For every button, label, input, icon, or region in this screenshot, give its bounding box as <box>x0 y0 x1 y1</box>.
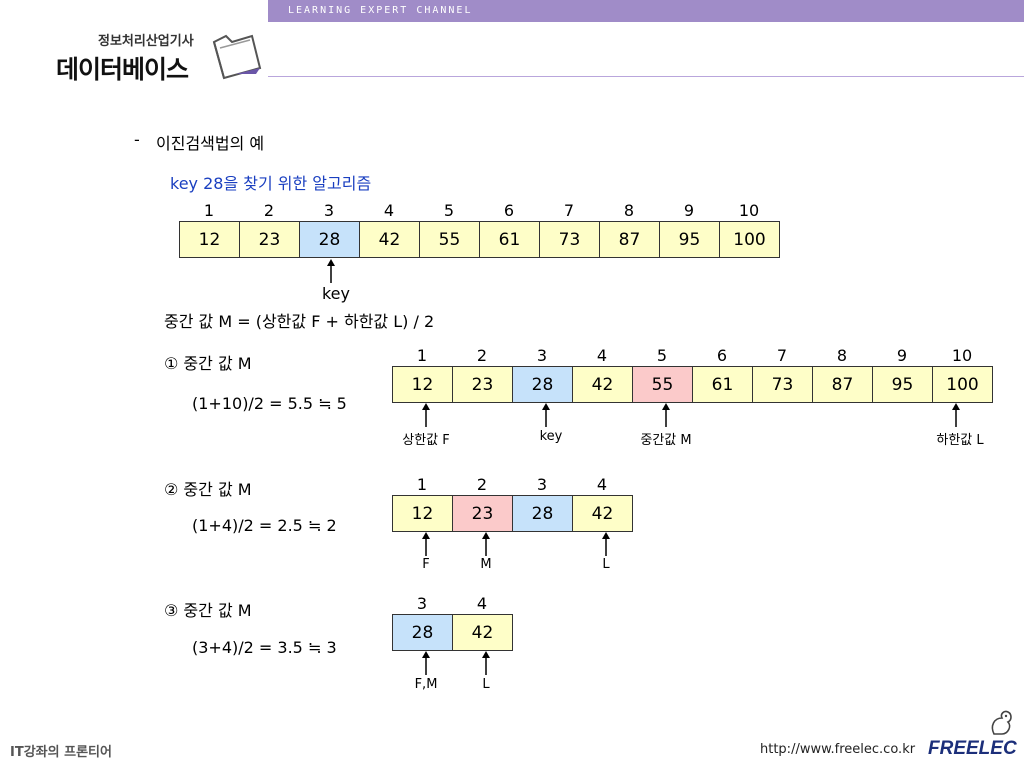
array-cell: 100 <box>720 221 780 258</box>
step2-calc: (1+4)/2 = 2.5 ≒ 2 <box>192 516 337 535</box>
array-cell: 87 <box>600 221 660 258</box>
array-cell: 12 <box>180 221 240 258</box>
pointer-label-l: L <box>602 557 610 572</box>
array-cell: 61 <box>693 366 753 403</box>
index-label: 10 <box>738 201 760 220</box>
section-heading: 이진검색법의 예 <box>156 134 265 153</box>
index-label: 4 <box>596 346 608 365</box>
up-arrow-icon <box>541 403 551 427</box>
pointer-label-fm: F,M <box>414 677 438 692</box>
index-label: 4 <box>476 594 488 613</box>
index-label: 7 <box>776 346 788 365</box>
index-label: 5 <box>443 201 455 220</box>
array-cell: 42 <box>573 366 633 403</box>
array-cell: 42 <box>360 221 420 258</box>
array-cell: 12 <box>393 495 453 532</box>
header-band-text: LEARNING EXPERT CHANNEL <box>288 5 473 16</box>
folder-icon <box>212 34 262 80</box>
array-cell: 55 <box>420 221 480 258</box>
pointer-label-key: key <box>539 429 563 444</box>
array-row: 12 23 28 42 <box>392 495 633 532</box>
up-arrow-icon <box>421 532 431 556</box>
up-arrow-icon <box>481 532 491 556</box>
index-label: 1 <box>416 475 428 494</box>
index-label: 4 <box>596 475 608 494</box>
key-label: key <box>321 284 350 303</box>
array-cell-key: 28 <box>513 495 573 532</box>
index-label: 6 <box>716 346 728 365</box>
sub-heading: key 28을 찾기 위한 알고리즘 <box>170 174 372 193</box>
array-cell: 23 <box>453 366 513 403</box>
up-arrow-icon <box>601 532 611 556</box>
pointer-label-m: M <box>480 557 492 572</box>
index-label: 7 <box>563 201 575 220</box>
array-row: 28 42 <box>392 614 513 651</box>
index-label: 2 <box>263 201 275 220</box>
step3-calc: (3+4)/2 = 3.5 ≒ 3 <box>192 638 337 657</box>
array-row: 12 23 28 42 55 61 73 87 95 100 <box>179 221 780 258</box>
array-cell: 61 <box>480 221 540 258</box>
index-label: 3 <box>536 475 548 494</box>
array-cell: 12 <box>393 366 453 403</box>
header-divider <box>268 76 1024 77</box>
index-label: 3 <box>323 201 335 220</box>
bullet: - <box>134 130 140 149</box>
pointer-label-upper: 상한값 F <box>402 433 450 448</box>
step3-label: ③ 중간 값 M <box>164 601 252 620</box>
array-cell-key: 28 <box>300 221 360 258</box>
midpoint-formula: 중간 값 M = (상한값 F + 하한값 L) / 2 <box>164 312 435 331</box>
index-label: 9 <box>896 346 908 365</box>
index-label: 2 <box>476 475 488 494</box>
array-cell: 95 <box>660 221 720 258</box>
mascot-icon <box>991 710 1012 735</box>
index-label: 4 <box>383 201 395 220</box>
header-band: LEARNING EXPERT CHANNEL <box>268 0 1024 22</box>
pointer-label-f: F <box>422 557 430 572</box>
array-cell: 42 <box>573 495 633 532</box>
array-cell-middle: 23 <box>453 495 513 532</box>
array-cell: 42 <box>453 614 513 651</box>
up-arrow-icon <box>951 403 961 427</box>
array-cell: 87 <box>813 366 873 403</box>
step2-label: ② 중간 값 M <box>164 480 252 499</box>
step1-calc: (1+10)/2 = 5.5 ≒ 5 <box>192 394 347 413</box>
step1-label: ① 중간 값 M <box>164 354 252 373</box>
index-label: 10 <box>951 346 973 365</box>
up-arrow-icon <box>661 403 671 427</box>
array-row: 12 23 28 42 55 61 73 87 95 100 <box>392 366 993 403</box>
index-label: 1 <box>203 201 215 220</box>
index-label: 9 <box>683 201 695 220</box>
brand-logo: FREELEC <box>928 738 1017 759</box>
pointer-label-middle: 중간값 M <box>640 433 692 448</box>
array-cell-key: 28 <box>393 614 453 651</box>
certificate-label: 정보처리산업기사 <box>98 34 194 49</box>
index-label: 3 <box>416 594 428 613</box>
pointer-label-l: L <box>482 677 490 692</box>
up-arrow-icon <box>421 403 431 427</box>
page-title: 데이터베이스 <box>56 55 189 84</box>
index-label: 2 <box>476 346 488 365</box>
index-label: 5 <box>656 346 668 365</box>
index-label: 6 <box>503 201 515 220</box>
up-arrow-icon <box>421 651 431 675</box>
array-cell: 73 <box>753 366 813 403</box>
array-cell: 95 <box>873 366 933 403</box>
footer-url: http://www.freelec.co.kr <box>760 742 916 757</box>
up-arrow-icon <box>326 259 336 283</box>
array-cell: 73 <box>540 221 600 258</box>
array-cell: 100 <box>933 366 993 403</box>
array-cell: 23 <box>240 221 300 258</box>
array-cell-key: 28 <box>513 366 573 403</box>
footer-slogan: IT강좌의 프론티어 <box>10 745 112 760</box>
pointer-label-lower: 하한값 L <box>936 433 984 448</box>
up-arrow-icon <box>481 651 491 675</box>
index-label: 3 <box>536 346 548 365</box>
index-label: 1 <box>416 346 428 365</box>
array-cell-middle: 55 <box>633 366 693 403</box>
index-label: 8 <box>623 201 635 220</box>
index-label: 8 <box>836 346 848 365</box>
